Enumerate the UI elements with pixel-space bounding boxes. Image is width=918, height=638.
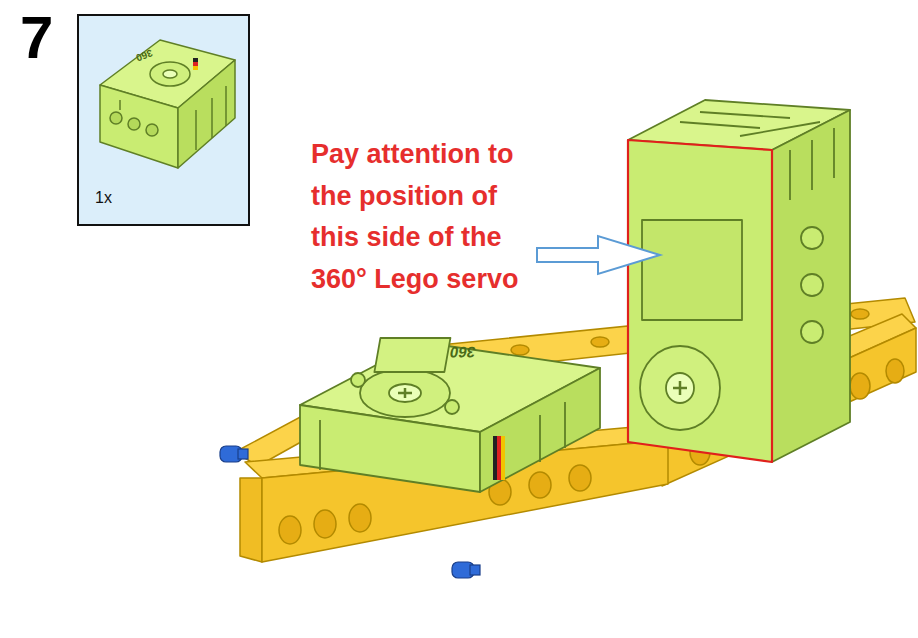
part-count: 1x (95, 188, 112, 208)
step-number: 7 (20, 4, 53, 72)
note-text: Pay attention to the position of this si… (311, 134, 551, 300)
blue-pins (220, 446, 480, 578)
servo-standing (628, 100, 850, 462)
servo-lying (300, 338, 600, 492)
part-servo-icon (100, 40, 235, 168)
callout-arrow (537, 236, 660, 274)
parts-box: 1x (77, 14, 250, 226)
servo-marking: 360 (449, 344, 477, 361)
parts-box-ground (78, 15, 249, 225)
